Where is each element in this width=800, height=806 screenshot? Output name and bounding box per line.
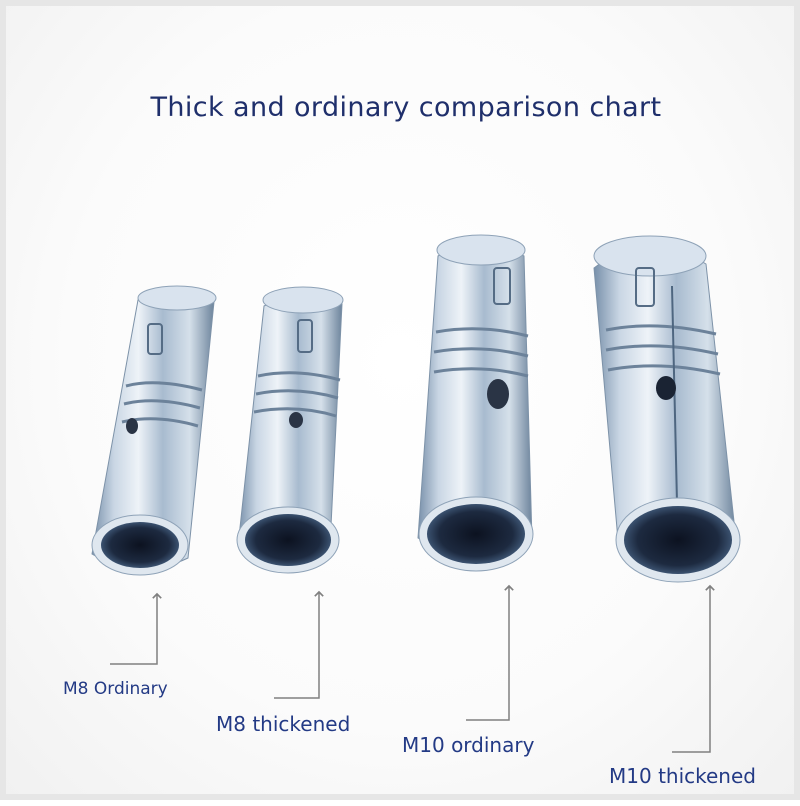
m10-thickened-label: M10 thickened bbox=[609, 764, 756, 788]
m10-ordinary-callout-arrow bbox=[466, 584, 514, 721]
m10-thickened-sleeve bbox=[593, 235, 741, 583]
m8-thickened-callout-arrow bbox=[274, 590, 324, 699]
m10-ordinary-label: M10 ordinary bbox=[402, 733, 535, 757]
product-photo bbox=[91, 234, 741, 753]
m8-thickened-label: M8 thickened bbox=[216, 712, 351, 736]
page-title: Thick and ordinary comparison chart bbox=[150, 92, 662, 123]
m10-ordinary-sleeve bbox=[417, 234, 534, 572]
m8-thickened-sleeve bbox=[236, 286, 344, 574]
m8-ordinary-callout-arrow bbox=[110, 592, 162, 665]
m10-thickened-callout-arrow bbox=[672, 584, 715, 753]
m8-ordinary-sleeve bbox=[91, 285, 217, 576]
m8-ordinary-label: M8 Ordinary bbox=[63, 679, 168, 699]
